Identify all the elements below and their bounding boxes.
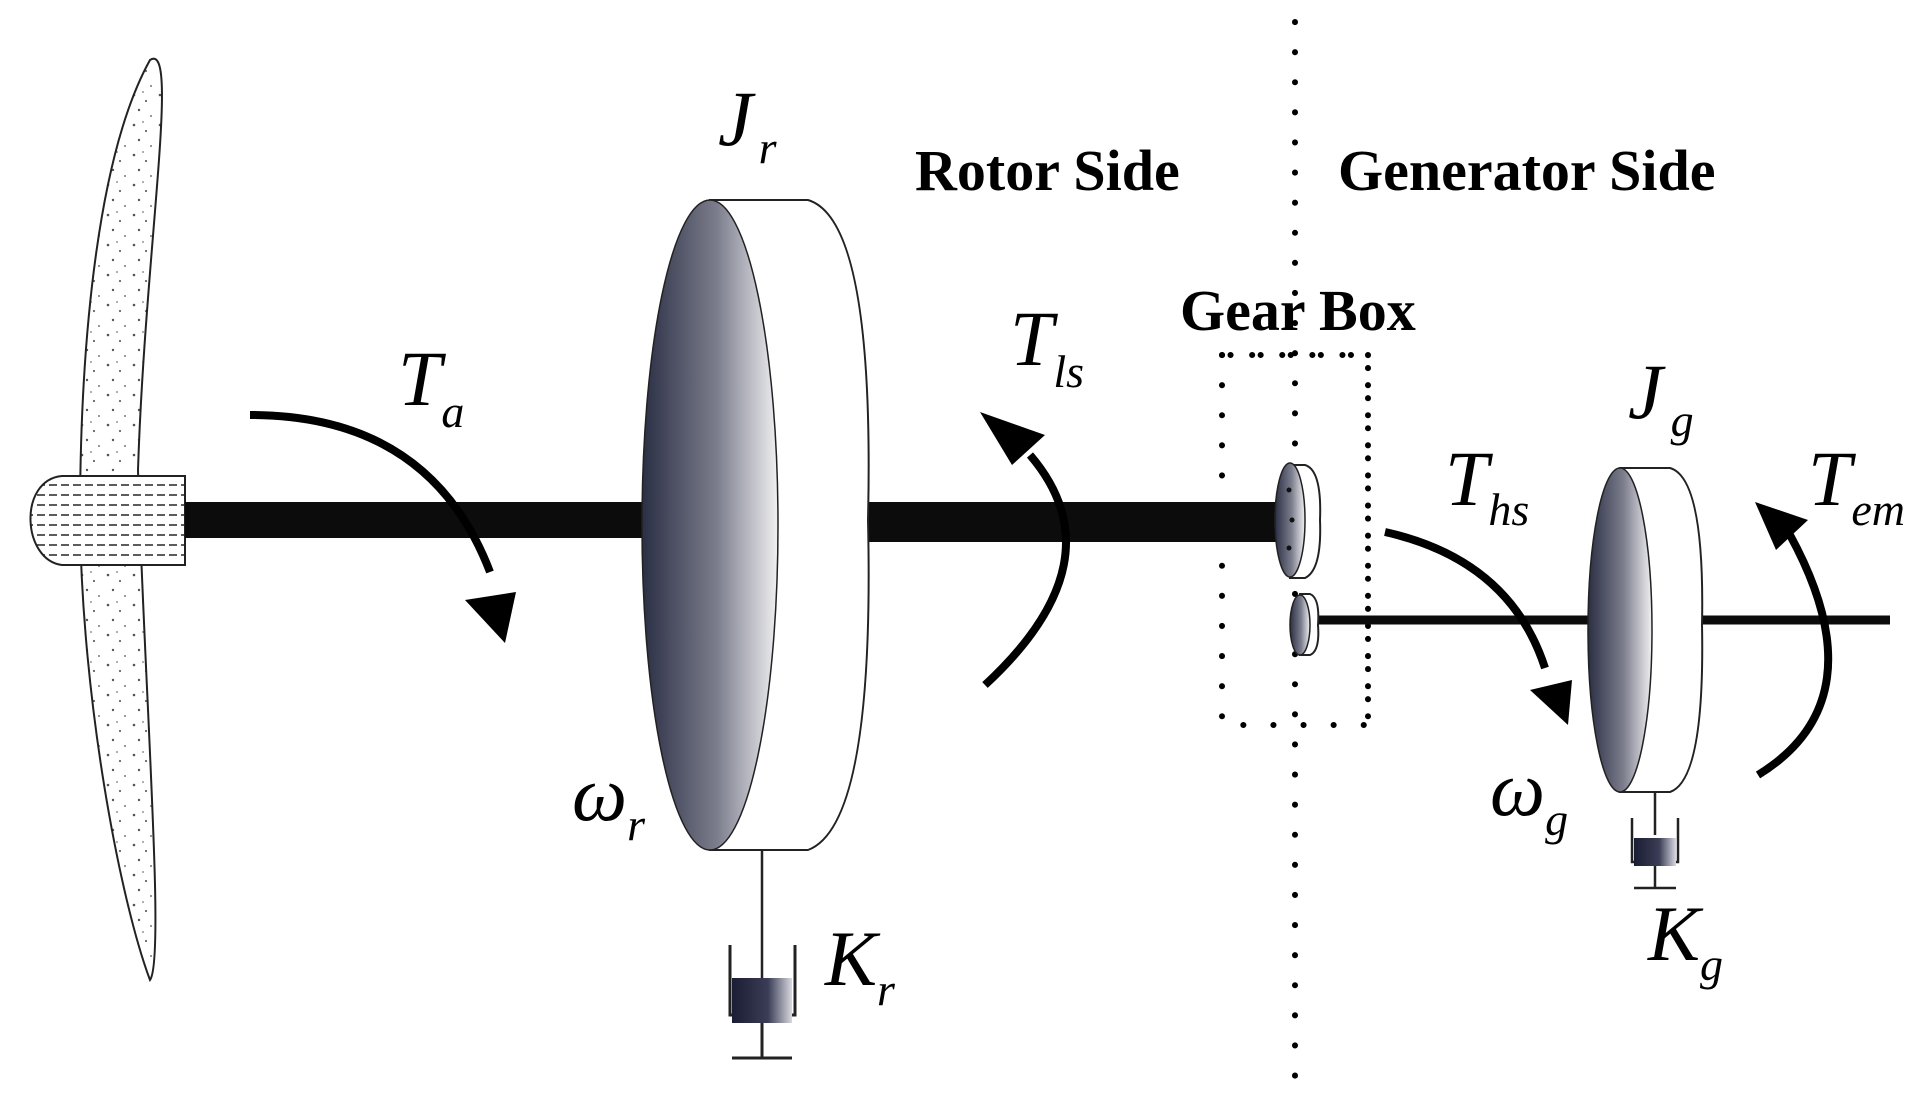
generator-inertia-disk: [1587, 467, 1704, 793]
gear-small: [1289, 593, 1320, 656]
gear-large: [1274, 462, 1322, 579]
omega-g-symbol: ωg: [1490, 745, 1568, 845]
torque-arrow-ta-head: [465, 592, 516, 643]
torque-arrow-tls-head: [980, 412, 1045, 465]
torque-arrow-ths: [1384, 528, 1549, 670]
omega-r-symbol: ωr: [572, 750, 646, 850]
torque-arrow-tls: [982, 452, 1070, 688]
generator-side-label: Generator Side: [1338, 138, 1715, 203]
ths-symbol: Ths: [1445, 435, 1529, 535]
rotor-inertia-disk: [641, 199, 870, 851]
tem-symbol: Tem: [1808, 435, 1905, 535]
low-speed-shaft-right: [868, 502, 1278, 542]
generator-damper: [1630, 792, 1680, 890]
gear-box-label: Gear Box: [1180, 278, 1416, 343]
ta-symbol: Ta: [398, 335, 464, 437]
kr-symbol: Kr: [824, 915, 896, 1015]
gear-box-outline: [1219, 352, 1371, 728]
low-speed-shaft: [185, 502, 685, 538]
tls-symbol: Tls: [1010, 295, 1084, 397]
torque-arrow-tem: [1755, 533, 1833, 779]
kg-symbol: Kg: [1647, 890, 1723, 990]
rotor-hub: [29, 475, 186, 566]
torque-arrow-tem-head: [1755, 502, 1808, 550]
torque-arrow-ths-head: [1530, 680, 1572, 725]
rotor-damper: [728, 850, 797, 1060]
rotor-side-label: Rotor Side: [915, 138, 1180, 203]
torque-arrow-ta: [249, 411, 494, 574]
